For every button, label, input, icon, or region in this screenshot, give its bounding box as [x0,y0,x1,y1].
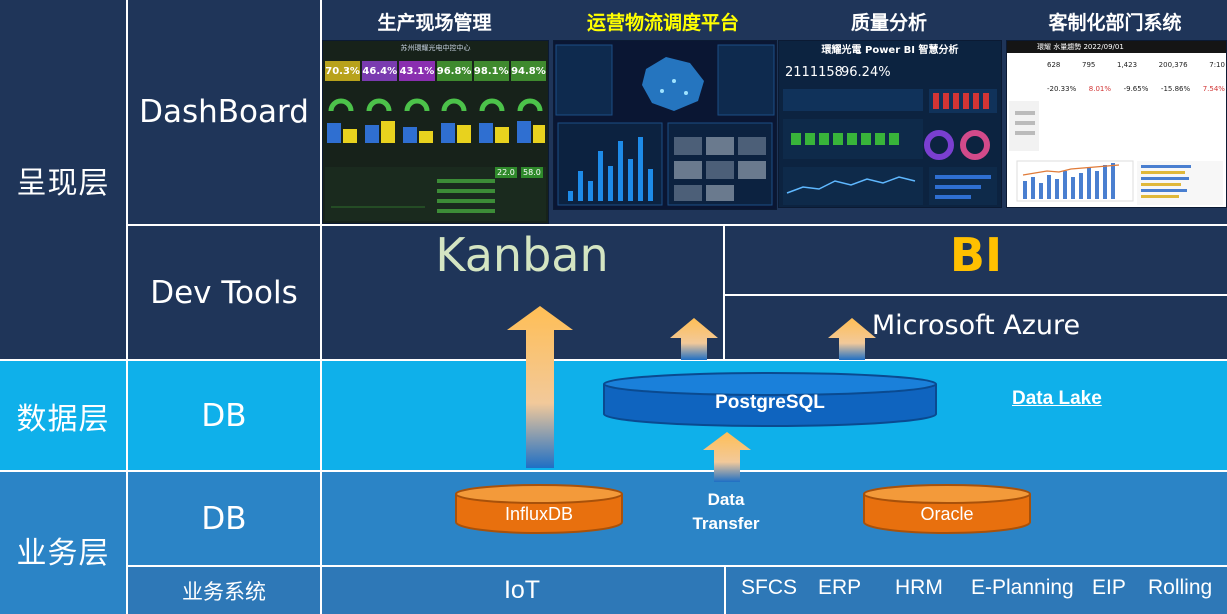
data-transfer-line2: Transfer [692,514,760,533]
kanban-label: Kanban [435,228,609,282]
dashboard-thumbnail-custom[interactable]: 環耀 水量趨勢 2022/09/01 628 795 1,423 200,376 7:1… [1006,40,1227,208]
gauge-icon [441,98,467,112]
gauge-icon [366,98,392,112]
system-item-sfcs: SFCS [741,576,798,599]
system-item-hrm: HRM [895,576,943,599]
thumb1-readout-1: 22.0 [495,167,517,178]
gauge-icon [479,98,505,112]
bi-label: BI [949,228,1003,282]
row-db-business-label: DB [201,501,247,537]
influxdb-cylinder [455,484,623,534]
thumb1-kpi-tile: 43.1% [399,61,435,81]
gauge-icon [328,98,354,112]
row-dashboard-label: DashBoard [139,94,309,130]
divider-h-bi [724,294,1227,296]
data-transfer-line1: Data [707,490,745,509]
datalake-label[interactable]: Data Lake [1012,388,1102,409]
divider-h-data [0,470,1227,472]
row-devtools-label: Dev Tools [150,275,298,311]
thumb4-value: 200,376 [1158,61,1188,69]
arrow-up-icon [828,318,876,360]
arrow-up-icon [670,318,718,360]
thumb1-kpi-tile: 46.4% [362,61,398,81]
thumb1-gauges [325,85,546,149]
dashboard-title-custom: 客制化部门系统 [1048,12,1182,34]
postgres-cylinder [603,372,937,427]
oracle-label: Oracle [920,504,974,524]
thumb1-tiles: 70.3%46.4%43.1%96.8%98.1%94.8% [325,61,547,81]
thumb1-header: 苏州環耀光电中控中心 [400,44,471,52]
thumb1-kpi-tile: 98.1% [473,61,509,81]
row-systems-label: 业务系统 [182,579,266,604]
divider-v-devtools [723,224,725,360]
dashboard-title-quality: 质量分析 [850,12,927,34]
thumb3-graphic [783,89,997,205]
systems-band [0,566,1227,614]
thumb4-values-row: 628 795 1,423 200,376 7:10 [1047,61,1225,69]
arrow-up-icon [507,306,573,468]
dashboard-title-logistics: 运营物流调度平台 [586,12,739,34]
dashboard-title-production: 生产现场管理 [377,12,492,34]
arrow-up-icon [703,432,751,482]
thumb4-value: 1,423 [1117,61,1138,69]
thumb4-delta: 7.54% [1202,85,1225,93]
thumb3-header: 環耀光電 Power BI 智慧分析 [821,45,959,56]
dashboard-thumbnail-logistics[interactable] [553,40,777,210]
gauge-icon [404,98,430,112]
dashboard-thumbnail-production[interactable]: 苏州環耀光电中控中心 70.3%46.4%43.1%96.8%98.1%94.8… [322,40,549,224]
divider-v-layer [126,0,128,614]
thumb1-bars [327,121,545,143]
divider-v-content [320,0,322,614]
thumb4-value: 795 [1082,61,1096,69]
thumb4-deltas-row: -20.33% 8.01% -9.65% -15.86% 7.54% [1047,85,1225,93]
oracle-cylinder [863,484,1031,534]
row-db-data-label: DB [201,398,247,434]
thumb2-graphic [554,41,776,209]
gauge-icon [517,98,543,112]
iot-label: IoT [503,576,541,604]
azure-label: Microsoft Azure [871,310,1081,341]
divider-h-dashboard [127,224,1227,226]
thumb4-value: 628 [1047,61,1061,69]
system-item-eip: EIP [1092,576,1126,599]
thumb1-kpi-tile: 94.8% [510,61,547,81]
influxdb-label: InfluxDB [504,504,574,524]
thumb1-readout-2: 58.0 [521,167,543,178]
thumb4-delta: -15.86% [1160,85,1191,93]
thumb4-delta: -9.65% [1123,85,1149,93]
divider-v-systems [724,566,726,614]
thumb4-header: 環耀 水量趨勢 2022/09/01 [1007,41,1226,53]
business-layer-left-band [0,471,127,614]
thumb1-kpi-tile: 70.3% [325,61,361,81]
thumb4-graphic [1009,101,1223,205]
divider-h-business [127,565,1227,567]
system-item-rolling: Rolling [1148,576,1213,599]
postgres-label: PostgreSQL [715,392,825,413]
thumb4-delta: -20.33% [1047,85,1077,93]
thumb4-delta: 8.01% [1088,85,1112,93]
layer-business-label: 业务层 [16,535,110,571]
dashboard-thumbnail-quality[interactable]: 環耀光電 Power BI 智慧分析 2111158 96.24% [778,40,1002,208]
thumb4-value: 7:10 [1209,61,1225,69]
thumb3-kpi-1: 2111158 [785,65,843,80]
system-item-eplanning: E-Planning [971,576,1074,599]
thumb1-kpi-tile: 96.8% [436,61,472,81]
layer-data-label: 数据层 [16,401,110,437]
system-item-erp: ERP [818,576,862,599]
divider-h-presentation [0,359,1227,361]
layer-presentation-label: 呈现层 [16,166,110,201]
thumb3-kpi-2: 96.24% [841,65,891,80]
